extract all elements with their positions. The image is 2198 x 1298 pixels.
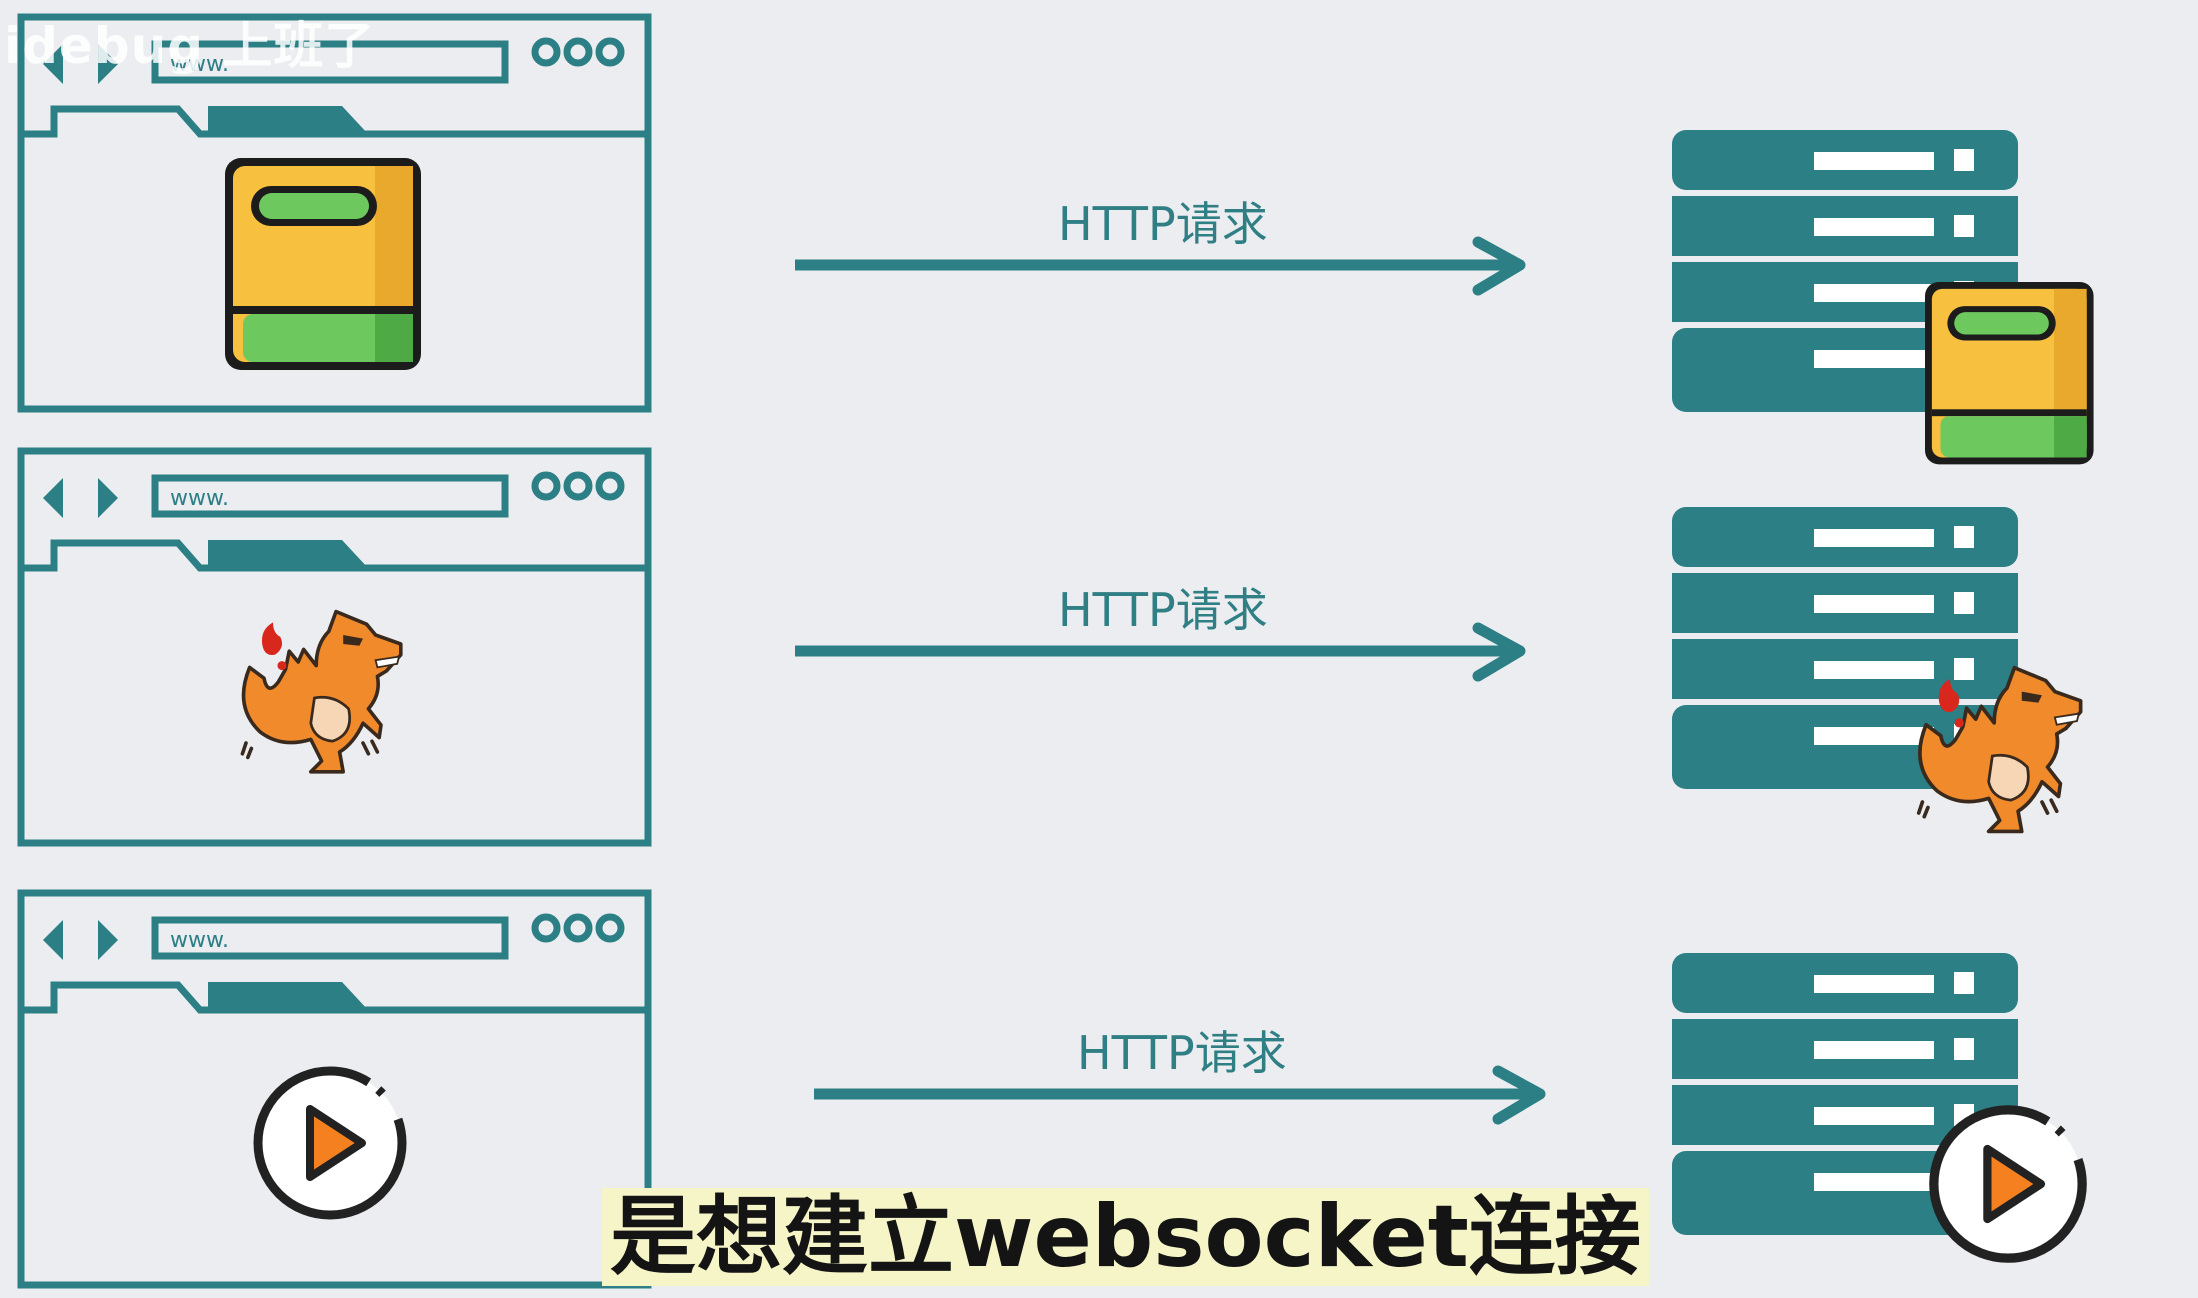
address-bar[interactable] [151,40,509,84]
subtitle-caption: 是想建立websocket连接 [602,1188,1649,1286]
server-1-book-icon [1925,282,2094,465]
arrow-3 [814,1065,1546,1125]
forward-arrow-icon[interactable] [98,920,118,960]
arrow-3-label: HTTP请求 [1077,1026,1287,1080]
browser-window-1: www. [17,13,652,413]
address-bar[interactable] [151,474,509,518]
active-tab[interactable] [208,540,368,568]
address-bar-text: www. [170,486,229,511]
address-bar[interactable] [151,916,509,960]
arrow-2-label: HTTP请求 [1058,583,1268,637]
server-3-play-icon [1934,1110,2082,1258]
arrow-2 [795,622,1526,682]
browser-1-book-icon [225,158,421,370]
server-2 [1672,507,2083,834]
menu-dots-icon[interactable] [531,37,625,67]
server-1 [1672,130,2094,465]
browser-window-2: www. [17,447,652,847]
active-tab[interactable] [208,106,368,134]
server-3 [1672,953,2082,1258]
menu-dots-icon[interactable] [531,471,625,501]
address-bar-text: www. [170,928,229,953]
back-arrow-icon[interactable] [43,920,63,960]
arrow-1-label: HTTP请求 [1058,197,1268,251]
arrow-1 [795,236,1526,296]
active-tab[interactable] [208,982,368,1010]
browser-3-play-icon [258,1071,402,1215]
address-bar-text: www. [170,52,229,77]
forward-arrow-icon[interactable] [98,44,118,84]
back-arrow-icon[interactable] [43,44,63,84]
menu-dots-icon[interactable] [531,913,625,943]
watermark-text: idebug 上班了 [4,17,376,75]
browser-window-3: www. [17,889,652,1289]
back-arrow-icon[interactable] [43,478,63,518]
forward-arrow-icon[interactable] [98,478,118,518]
